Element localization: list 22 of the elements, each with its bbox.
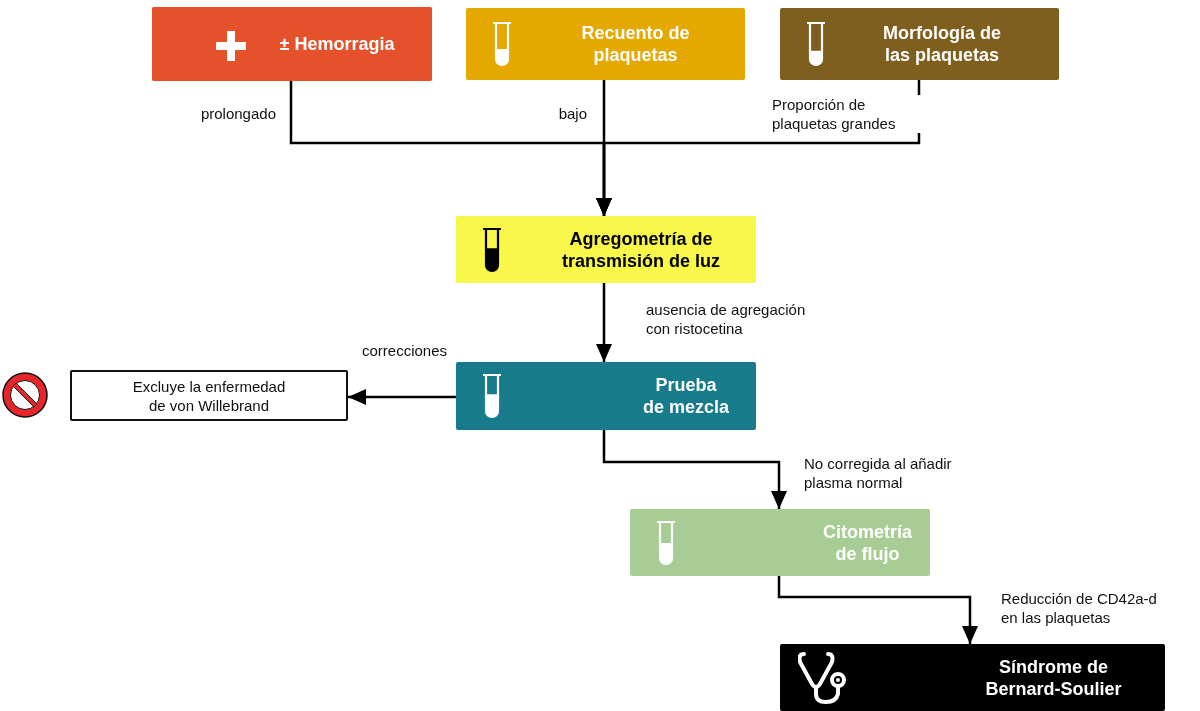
- box-label: Morfología de las plaquetas: [882, 22, 1002, 67]
- arrow: [348, 389, 456, 405]
- box-label: Agregometría de transmisión de luz: [561, 227, 721, 273]
- box-label: Recuento de plaquetas: [580, 22, 691, 67]
- result-box: [70, 370, 348, 421]
- process-box: [456, 216, 756, 283]
- arrow: [602, 430, 787, 509]
- arrow: [777, 576, 978, 644]
- arrow: [596, 283, 612, 362]
- box-label: ± Hemorragia: [278, 33, 396, 56]
- process-box: [152, 7, 432, 81]
- process-box: [630, 509, 930, 576]
- process-box: [466, 8, 745, 80]
- box-label: Prueba de mezcla: [641, 374, 730, 419]
- edge-label: Proporción de plaquetas grandes: [772, 95, 922, 133]
- process-box: [780, 8, 1059, 80]
- box-label: Citometría de flujo: [822, 520, 913, 566]
- process-box: [780, 644, 1165, 711]
- process-box: [456, 362, 756, 430]
- arrow: [596, 80, 921, 216]
- box-label: Síndrome de Bernard-Soulier: [984, 655, 1123, 701]
- box-label: Excluye la enfermedad de von Willebrand: [131, 376, 287, 416]
